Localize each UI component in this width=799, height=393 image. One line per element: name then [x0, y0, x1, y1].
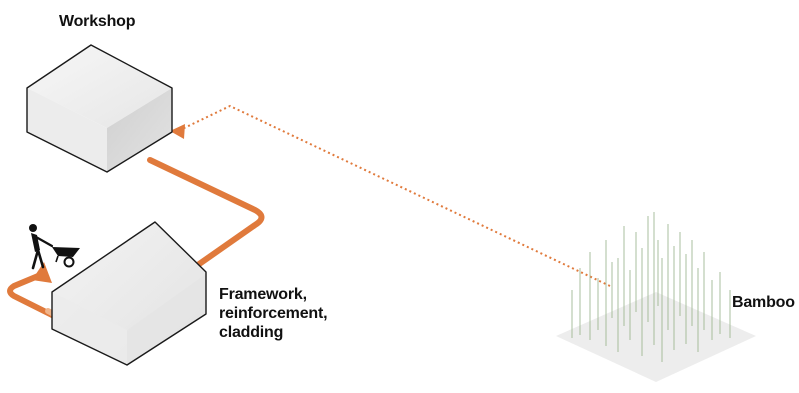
house-shape: [51, 221, 207, 366]
process-label: Framework, reinforcement, cladding: [219, 285, 328, 342]
workshop-arrowhead: [170, 124, 185, 139]
bamboo-label: Bamboo: [732, 294, 795, 311]
bamboo-to-workshop-path: [177, 104, 611, 287]
workshop-cube: [26, 44, 173, 173]
process-label-line-2: reinforcement,: [219, 305, 328, 322]
house-to-worker-path: [7, 273, 75, 328]
process-label-line-1: Framework,: [219, 286, 307, 303]
workshop-to-house-path: [147, 157, 265, 293]
process-label-line-3: cladding: [219, 324, 284, 341]
workshop-label: Workshop: [59, 13, 136, 30]
worker-with-wheelbarrow-icon: [29, 224, 80, 270]
worker-arrowhead: [32, 262, 52, 283]
bamboo-field: [556, 212, 756, 382]
